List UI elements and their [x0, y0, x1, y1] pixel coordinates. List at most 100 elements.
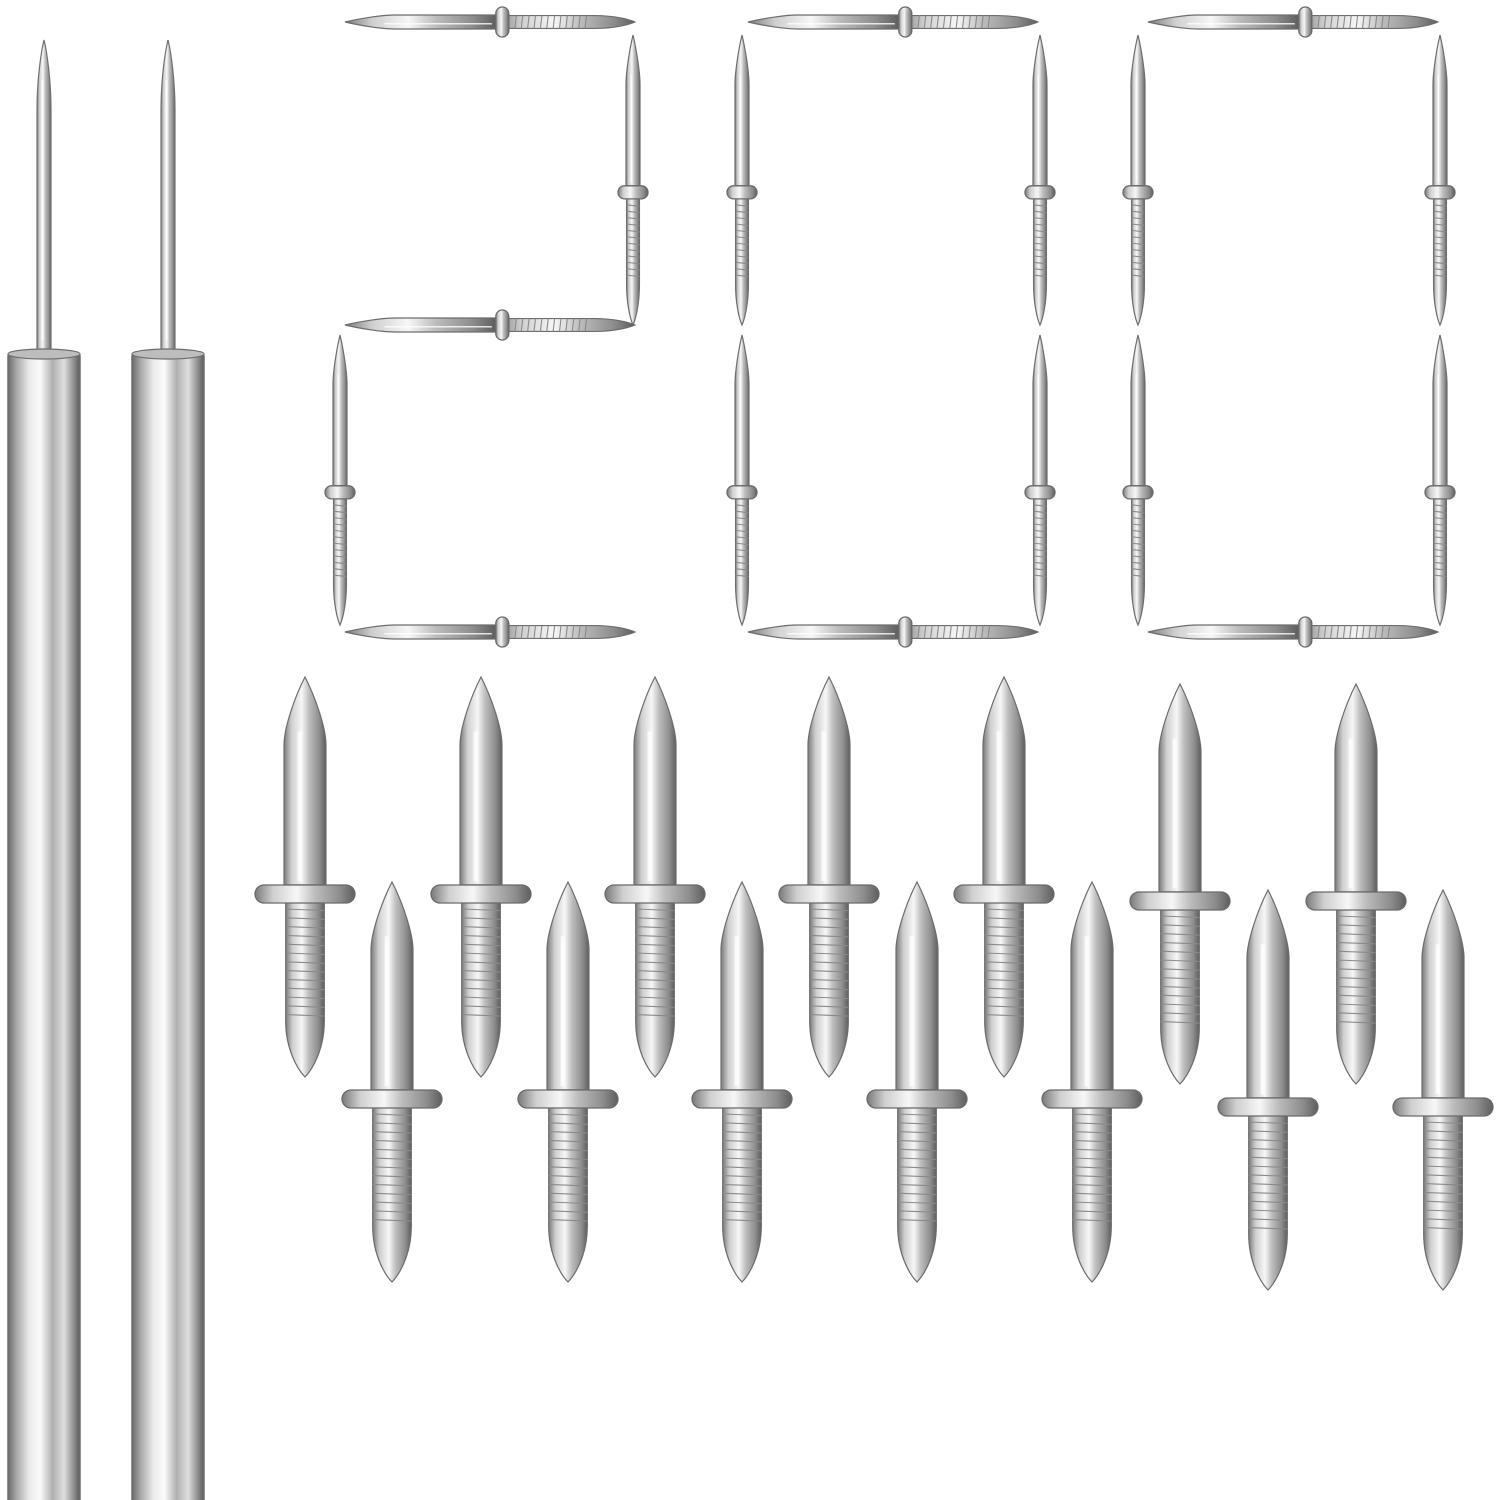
pin-groove [285, 1014, 325, 1017]
pin-groove [372, 1131, 412, 1134]
pin-groove [936, 15, 940, 29]
pin-collar [726, 485, 758, 500]
pin-groove [809, 996, 849, 1000]
pin-upper-shaft [1070, 880, 1114, 1091]
pin-upper-shaft [1334, 682, 1378, 893]
pin-groove [897, 1210, 937, 1213]
pin-groove [1033, 242, 1047, 246]
loose-pin [1392, 888, 1494, 1291]
digit-pin-vertical [1024, 34, 1056, 327]
pin-upper-shaft [1158, 682, 1202, 893]
pin-groove [372, 1219, 412, 1222]
pin-groove [626, 223, 640, 227]
pin-groove [984, 934, 1024, 938]
pin-groove [1423, 1218, 1463, 1221]
pin-groove [1072, 1201, 1112, 1205]
pin-groove [1033, 217, 1047, 220]
pin-groove [722, 1210, 762, 1213]
pin-upper-shaft [344, 624, 497, 640]
pin-groove [1131, 523, 1145, 527]
pin-groove [552, 625, 556, 639]
digit-pin-horizontal [747, 6, 1040, 38]
pin-groove [285, 934, 325, 938]
pin-groove [635, 1005, 675, 1008]
digit-pin-horizontal [1147, 616, 1440, 648]
pin-groove [1248, 1200, 1288, 1204]
pin-groove [735, 255, 749, 258]
pin-groove [1160, 950, 1200, 954]
pin-groove [558, 318, 562, 332]
pin-groove [1131, 204, 1145, 207]
pin-collar [1424, 185, 1456, 200]
pin-groove [548, 1166, 588, 1169]
pin-groove [565, 15, 568, 29]
loose-pin [1217, 888, 1319, 1291]
pin-groove [1072, 1139, 1112, 1143]
digit-pin-vertical [1424, 34, 1456, 327]
pin-groove [1033, 248, 1047, 252]
pin-groove [1433, 204, 1447, 207]
digit-pin-vertical [1122, 34, 1154, 327]
pin-groove [1072, 1122, 1112, 1125]
pin-groove [1248, 1227, 1288, 1230]
pin-upper-shaft [1130, 34, 1146, 187]
pin-groove [735, 555, 749, 558]
pin-upper-shaft [625, 34, 641, 187]
pin-groove [584, 15, 588, 29]
pin-groove [735, 561, 749, 565]
pin-groove [987, 625, 991, 639]
pin-groove [1349, 625, 1352, 639]
pin-lower-shaft [722, 1089, 762, 1283]
pin-groove [285, 926, 325, 929]
pin-groove [333, 542, 347, 546]
tool-tube [7, 351, 81, 1500]
pin-groove [735, 210, 749, 214]
pin-groove [1336, 625, 1340, 639]
pin-groove [1033, 536, 1047, 539]
pin-groove [1033, 236, 1047, 239]
pin-groove [548, 1201, 588, 1205]
pin-groove [735, 229, 749, 233]
pin-groove [635, 970, 675, 973]
pin-groove [461, 978, 501, 982]
pin-groove [930, 15, 933, 29]
pin-collar [254, 884, 356, 904]
pin-upper-shaft [344, 14, 497, 30]
pin-groove [527, 625, 530, 639]
pin-groove [1433, 236, 1447, 239]
pin-groove [722, 1157, 762, 1161]
pin-groove [1033, 223, 1047, 227]
pin-groove [1433, 561, 1447, 565]
pin-lower-shaft [1130, 485, 1146, 627]
pin-groove [1433, 504, 1447, 507]
pin-groove [1248, 1183, 1288, 1186]
digit-pin-vertical [1122, 334, 1154, 627]
pin-groove [1131, 229, 1145, 233]
pin-groove [548, 1113, 588, 1117]
pin-groove [558, 15, 562, 29]
pin-groove [1248, 1147, 1288, 1151]
pin-groove [1131, 261, 1145, 265]
pin-upper-shaft [1032, 34, 1048, 187]
pin-groove [285, 952, 325, 956]
pin-groove [722, 1148, 762, 1152]
pin-groove [1248, 1209, 1288, 1213]
pin-groove [1336, 977, 1376, 980]
pin-groove [735, 223, 749, 227]
pin-groove [548, 1175, 588, 1178]
pin-groove [333, 510, 347, 514]
pin-groove [917, 625, 920, 639]
pin-groove [1072, 1175, 1112, 1178]
pin-groove [1433, 210, 1447, 214]
pin-groove [1433, 268, 1447, 271]
pin-groove [1336, 933, 1376, 936]
pin-groove [897, 1183, 937, 1187]
pin-groove [1433, 536, 1447, 539]
pin-groove [1317, 625, 1320, 639]
pin-groove [1160, 994, 1200, 998]
pin-collar [604, 884, 706, 904]
pin-collar [617, 185, 649, 200]
pin-groove [735, 261, 749, 265]
pin-groove [1160, 985, 1200, 989]
pin-lower-shaft [1032, 185, 1048, 327]
